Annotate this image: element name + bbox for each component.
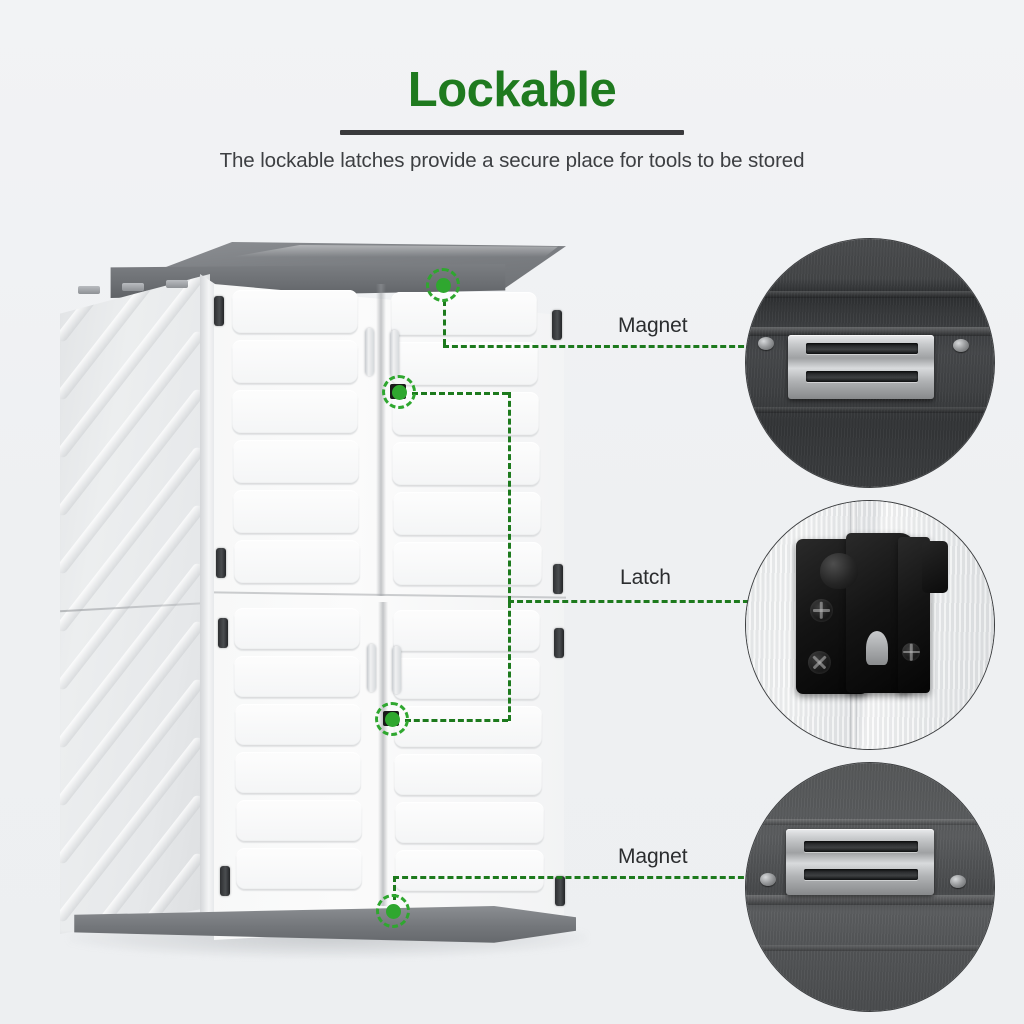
marker-dot-icon: [391, 384, 407, 400]
page-subtitle: The lockable latches provide a secure pl…: [219, 148, 805, 172]
connector-magnet-bottom-horizontal: [393, 876, 753, 879]
screw-lower-icon: [808, 651, 831, 674]
shed-hinge-right-bottom: [555, 876, 565, 906]
shed-door-upper-left: [224, 284, 376, 594]
inset-lower-edge: [746, 407, 994, 413]
title-underline: [340, 129, 684, 135]
screw-left-icon: [760, 873, 776, 886]
shed-handle-upper-left[interactable]: [365, 328, 374, 376]
shed-hinge-left-mid: [216, 548, 226, 578]
marker-ring-icon: [375, 702, 409, 736]
inset-photo-magnet-top: [745, 238, 995, 488]
shed-hinge-right-lower: [554, 628, 564, 658]
marker-ring-icon: [426, 268, 460, 302]
shed-hinge-right-top: [552, 310, 562, 340]
shed-hinge-left-top: [214, 296, 224, 326]
inset-lower-edge: [746, 895, 994, 905]
inset-photo-magnet-bottom: [745, 762, 995, 1012]
connector-latch-lower-horizontal: [405, 719, 508, 722]
shed-door-lower-right: [387, 606, 562, 906]
shed-door-gap-lower: [378, 602, 388, 906]
marker-ring-icon: [382, 375, 416, 409]
shed-front-left-edge: [200, 274, 216, 930]
connector-magnet-top-horizontal: [443, 345, 753, 348]
connector-latch-upper-vertical: [508, 392, 511, 602]
shed-handle-lower-left[interactable]: [367, 644, 376, 692]
screw-right-icon: [953, 339, 969, 352]
inset-roof-edge: [746, 291, 994, 298]
magnet-slot-upper: [806, 343, 918, 354]
page-title: Lockable: [407, 63, 617, 117]
callout-marker-latch-lower[interactable]: [375, 702, 409, 736]
shed-door-lower-left: [226, 602, 378, 902]
callout-label-latch: Latch: [620, 566, 671, 589]
connector-latch-trunk: [508, 600, 758, 603]
marker-dot-icon: [384, 711, 400, 727]
latch-pivot-knob: [820, 553, 858, 589]
inset-upper-edge: [746, 819, 994, 825]
callout-marker-magnet-top[interactable]: [426, 268, 460, 302]
shed-roof-highlight: [231, 245, 558, 257]
screw-strike-icon: [902, 643, 920, 661]
shed-hinge-right-mid: [553, 564, 563, 594]
connector-magnet-bottom-vertical: [393, 876, 396, 900]
screw-left-icon: [758, 337, 774, 350]
marker-dot-icon: [435, 277, 451, 293]
inset-panel-edge: [746, 327, 994, 336]
shed-roof-clips: [78, 280, 208, 294]
magnet-slot-lower: [806, 371, 918, 382]
connector-latch-lower-vertical: [508, 602, 511, 721]
inset-base-edge: [746, 945, 994, 951]
callout-marker-latch-upper[interactable]: [382, 375, 416, 409]
callout-label-magnet-bottom: Magnet: [618, 845, 688, 868]
shed-hinge-left-lower: [218, 618, 228, 648]
shed-door-gap-upper: [376, 284, 386, 596]
shed-door-upper-right: [385, 288, 560, 596]
connector-latch-upper-horizontal: [412, 392, 508, 395]
shed-handle-lower-right[interactable]: [392, 646, 401, 694]
magnet-slot-lower: [804, 869, 918, 880]
header: Lockable The lockable latches provide a …: [0, 0, 1024, 173]
callout-label-magnet-top: Magnet: [618, 314, 688, 337]
shed-handle-upper-right[interactable]: [390, 330, 399, 378]
marker-dot-icon: [385, 903, 401, 919]
screw-right-icon: [950, 875, 966, 888]
marker-ring-icon: [376, 894, 410, 928]
product-image-storage-shed: [38, 228, 638, 988]
screw-upper-icon: [810, 599, 833, 622]
connector-magnet-top-vertical: [443, 300, 446, 345]
magnet-slot-upper: [804, 841, 918, 852]
magnetic-catch-plate: [786, 829, 934, 895]
inset-photo-latch: [745, 500, 995, 750]
shed-hinge-left-bottom: [220, 866, 230, 896]
latch-tab: [922, 541, 948, 593]
callout-marker-magnet-bottom[interactable]: [376, 894, 410, 928]
latch-keyhole: [866, 631, 888, 665]
